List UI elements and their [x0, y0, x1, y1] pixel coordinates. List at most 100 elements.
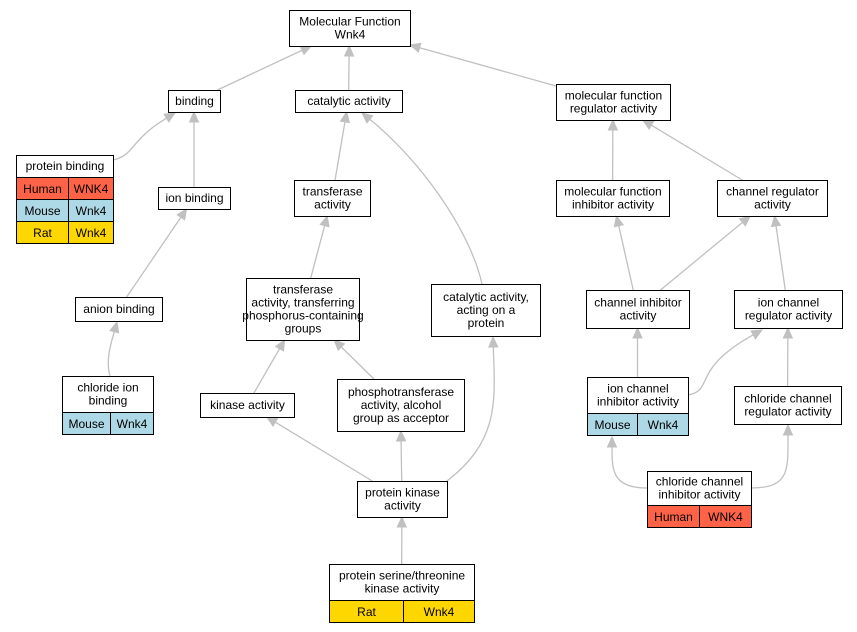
- edge-proteinkinase-to-phosphotransferase: [395, 429, 407, 482]
- edge-anionbinding-to-ionbinding: [126, 207, 188, 298]
- edge-ionbinding-to-binding: [188, 110, 200, 187]
- edge-catalytic-to-root: [343, 44, 355, 91]
- edge-proteinkinase-to-kinase-arrowhead: [265, 416, 279, 427]
- gene-cell: [699, 505, 752, 528]
- node-channelregulator-label-line: channel regulator: [726, 185, 819, 199]
- gene-symbol: Wnk4: [117, 417, 148, 431]
- node-phosphotransferase-label-line: group as acceptor: [353, 411, 449, 425]
- edge-proteinkinase-to-catalyticprotein-arrowhead: [488, 335, 499, 348]
- edges-layer: [107, 42, 794, 565]
- edge-binding-to-root-line: [217, 49, 303, 91]
- species-name: Mouse: [68, 417, 104, 431]
- edge-proteinbinding-to-binding-arrowhead: [163, 112, 177, 123]
- gene-symbol: Wnk4: [424, 605, 455, 619]
- node-proteinkinase-box: [357, 481, 448, 518]
- edge-kinase-to-transferasephos-line: [253, 348, 281, 394]
- node-binding[interactable]: binding: [168, 90, 221, 113]
- edge-transferasephos-to-transferase-line: [310, 225, 326, 279]
- edge-transferasephos-to-transferase: [310, 214, 330, 279]
- node-mfinhibitor-label-line: molecular function: [564, 185, 661, 199]
- node-serthrkinase-label-line: protein serine/threonine: [339, 569, 465, 583]
- node-chloridechannelinhibitor-label-line: chloride channel: [656, 475, 743, 489]
- edge-proteinkinase-to-catalyticprotein-line: [446, 346, 495, 482]
- edge-serthrkinase-to-proteinkinase: [396, 515, 408, 565]
- node-catalyticprotein-label-line: protein: [468, 316, 505, 330]
- node-transferase-label-line: transferase: [302, 185, 362, 199]
- species-name: Human: [23, 182, 62, 196]
- edge-chlorideionbinding-to-anionbinding: [107, 320, 120, 377]
- node-mfregulator-label-line: regulator activity: [570, 102, 657, 116]
- edge-transferase-to-catalytic-line: [334, 121, 346, 181]
- node-anionbinding-box: [75, 297, 163, 322]
- node-kinase[interactable]: kinase activity: [200, 393, 295, 418]
- edge-binding-to-root-arrowhead: [299, 45, 313, 56]
- edge-transferasephos-to-transferase-arrowhead: [319, 214, 330, 228]
- edge-proteinkinase-to-kinase-line: [275, 421, 373, 482]
- edge-chloridechannelinhibitor-to-chloridechannelregulator-line: [750, 434, 789, 489]
- edge-channelinhibitor-to-mfinhibitor: [613, 214, 634, 291]
- node-ionchannelinhibitor-label-line: ion channel: [607, 382, 668, 396]
- edge-phosphotransferase-to-transferasephos-arrowhead: [333, 339, 346, 352]
- edge-kinase-to-transferasephos: [253, 338, 286, 394]
- node-anionbinding[interactable]: anion binding: [75, 297, 163, 322]
- node-ionchannelinhibitor-box: [587, 377, 689, 414]
- node-binding-label-line: binding: [175, 94, 214, 108]
- node-catalyticprotein-box: [431, 284, 541, 337]
- edge-serthrkinase-to-proteinkinase-arrowhead: [396, 515, 408, 528]
- node-phosphotransferase-box: [337, 379, 465, 432]
- edge-proteinbinding-to-binding: [112, 112, 177, 161]
- edge-ionchannelregulator-to-channelregulator-arrowhead: [770, 214, 782, 228]
- edge-binding-to-root: [217, 45, 313, 91]
- node-chlorideionbinding-label-line: chloride ion: [77, 381, 138, 395]
- edge-channelinhibitor-to-channelregulator: [660, 215, 752, 291]
- edge-proteinkinase-to-phosphotransferase-arrowhead: [395, 429, 407, 442]
- node-ionbinding[interactable]: ion binding: [158, 187, 231, 210]
- node-chloridechannelregulator-label-line: regulator activity: [744, 405, 831, 419]
- edge-chloridechannelregulator-to-ionchannelregulator-arrowhead: [782, 326, 794, 339]
- node-channelregulator-box: [717, 180, 828, 217]
- edge-chloridechannelinhibitor-to-ionchannelinhibitor-line: [611, 446, 648, 489]
- edge-transferase-to-catalytic-arrowhead: [339, 110, 351, 124]
- gene-symbol: WNK4: [74, 182, 109, 196]
- edge-ionchannelinhibitor-to-ionchannelregulator-line: [687, 334, 754, 396]
- gene-cell: [68, 221, 114, 244]
- node-ionbinding-label-line: ion binding: [165, 191, 223, 205]
- node-chlorideionbinding-label-line: binding: [89, 394, 128, 408]
- node-channelinhibitor-label-line: activity: [620, 309, 657, 323]
- node-catalytic[interactable]: catalytic activity: [295, 90, 403, 113]
- node-root-box: [289, 10, 411, 47]
- node-chloridechannelinhibitor-box: [647, 471, 752, 506]
- edge-mfregulator-to-root-line: [419, 47, 557, 87]
- node-root-label-line: Wnk4: [335, 28, 366, 42]
- edge-channelinhibitor-to-mfinhibitor-arrowhead: [613, 214, 625, 228]
- edge-chloridechannelregulator-to-ionchannelregulator: [782, 326, 794, 387]
- edge-proteinbinding-to-binding-line: [112, 117, 167, 161]
- node-proteinbinding-species-row: Human WNK4: [16, 177, 114, 200]
- node-chlorideionbinding-box: [62, 376, 154, 413]
- edge-phosphotransferase-to-transferasephos-line: [340, 346, 375, 380]
- node-chloridechannelregulator-box: [734, 386, 842, 425]
- edge-chloridechannelinhibitor-to-chloridechannelregulator: [750, 423, 794, 489]
- node-binding-box: [168, 90, 221, 113]
